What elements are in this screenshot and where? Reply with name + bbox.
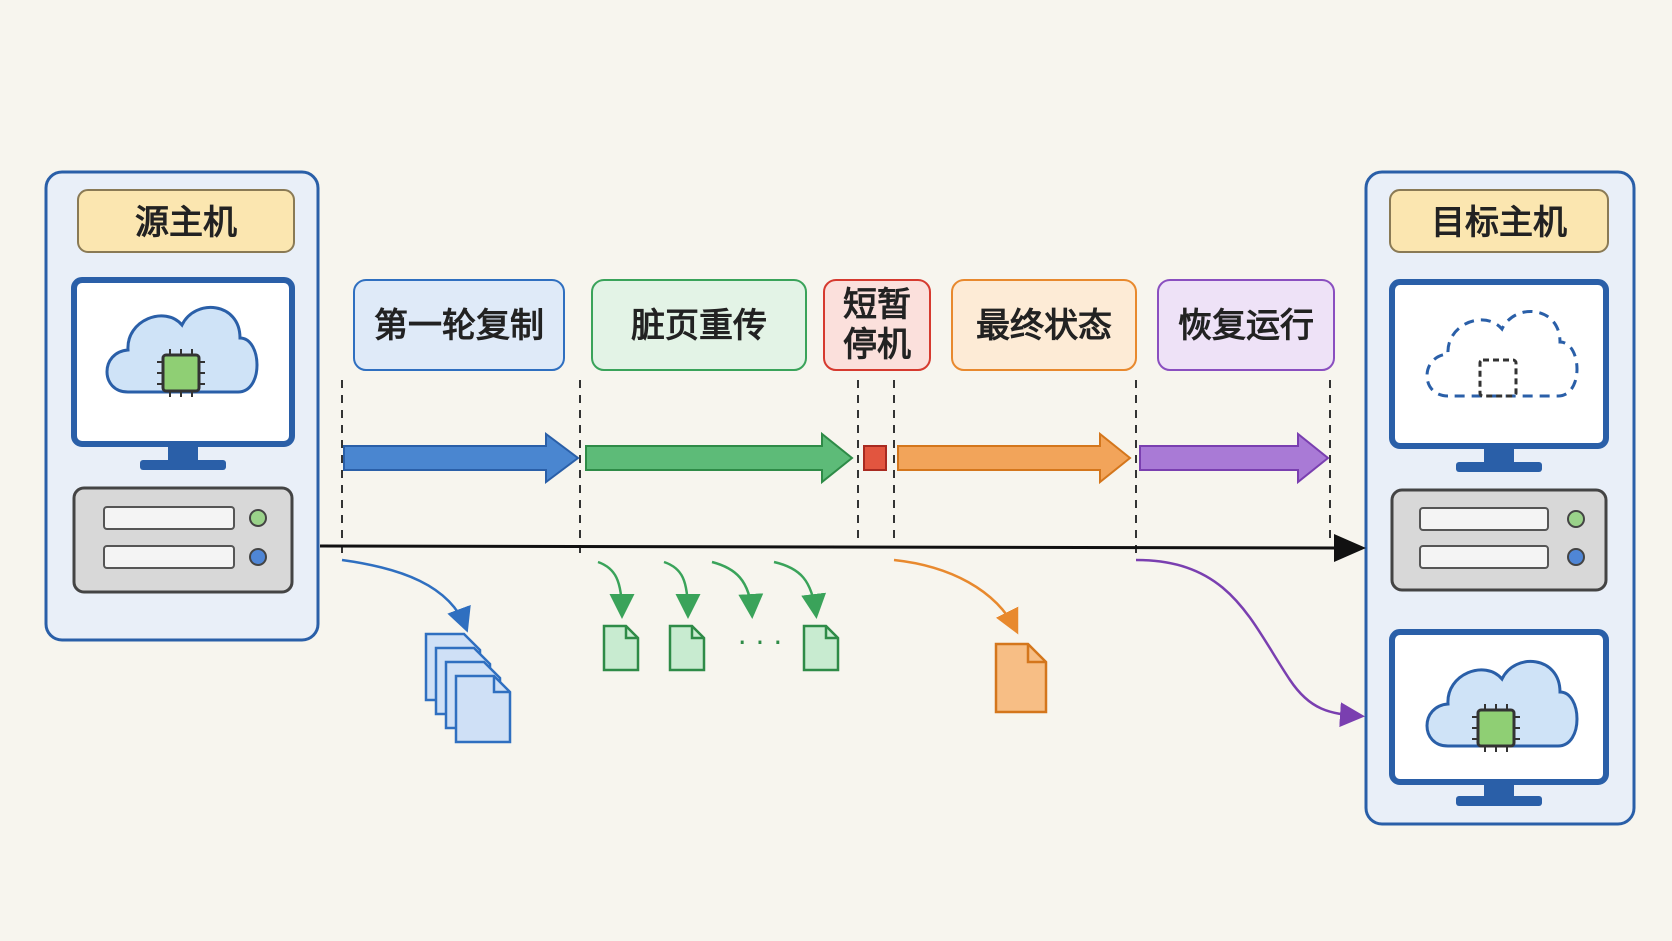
target-host-label-box xyxy=(1389,189,1609,253)
source-host-label: 源主机 xyxy=(135,203,237,243)
phase-arrow-3-pause-marker xyxy=(863,445,887,471)
phase-2-label: 脏页重传 xyxy=(631,306,767,346)
source-host-label-box xyxy=(77,189,295,253)
phase-4-box: 最终状态 xyxy=(951,279,1137,371)
source-server-icon xyxy=(72,486,294,594)
target-vm-cloud-chip-icon xyxy=(1425,659,1579,752)
phase-2-box: 脏页重传 xyxy=(591,279,807,371)
ellipsis-text: · · · xyxy=(738,626,783,659)
phase-arrow-5 xyxy=(1139,431,1330,485)
page-icon-green-3 xyxy=(802,624,840,672)
transfer-curve-5 xyxy=(1135,558,1365,728)
phase-4-label: 最终状态 xyxy=(976,306,1112,346)
target-host-label: 目标主机 xyxy=(1431,203,1567,243)
page-icon-green-2 xyxy=(668,624,706,672)
source-vm-cloud-chip-icon xyxy=(105,305,259,397)
target-host: 目标主机 xyxy=(1364,170,1636,826)
phase-dividers xyxy=(341,380,1331,560)
source-host: 源主机 xyxy=(44,170,320,642)
page-icon-green-1 xyxy=(602,624,640,672)
transfer-curve-2b xyxy=(663,560,701,619)
target-monitor-top-icon xyxy=(1389,279,1609,472)
phase-arrow-4 xyxy=(897,431,1132,485)
phase-3-box: 短暂 停机 xyxy=(823,279,931,371)
phase-arrow-1 xyxy=(343,432,580,484)
timeline-arrow xyxy=(319,534,1366,562)
phase-3-label-line-1: 短暂 xyxy=(843,285,911,325)
phase-5-label: 恢复运行 xyxy=(1178,306,1314,346)
transfer-curve-2a xyxy=(597,560,635,619)
phase-1-box: 第一轮复制 xyxy=(353,279,565,371)
phase-1-label: 第一轮复制 xyxy=(374,306,544,346)
transfer-curve-2c xyxy=(711,560,764,619)
target-server-icon xyxy=(1390,488,1608,592)
page-icon-orange xyxy=(994,642,1048,714)
transfer-curve-2d xyxy=(773,560,827,619)
transfer-curve-1 xyxy=(341,558,471,633)
phase-arrow-2 xyxy=(585,431,854,485)
target-vm-ghost-dashed-cloud-icon xyxy=(1425,309,1579,398)
transfer-curve-4 xyxy=(893,558,1019,635)
page-stack-icon-blue xyxy=(424,632,512,744)
phase-5-box: 恢复运行 xyxy=(1157,279,1335,371)
phase-3-label-line-2: 停机 xyxy=(843,325,911,365)
